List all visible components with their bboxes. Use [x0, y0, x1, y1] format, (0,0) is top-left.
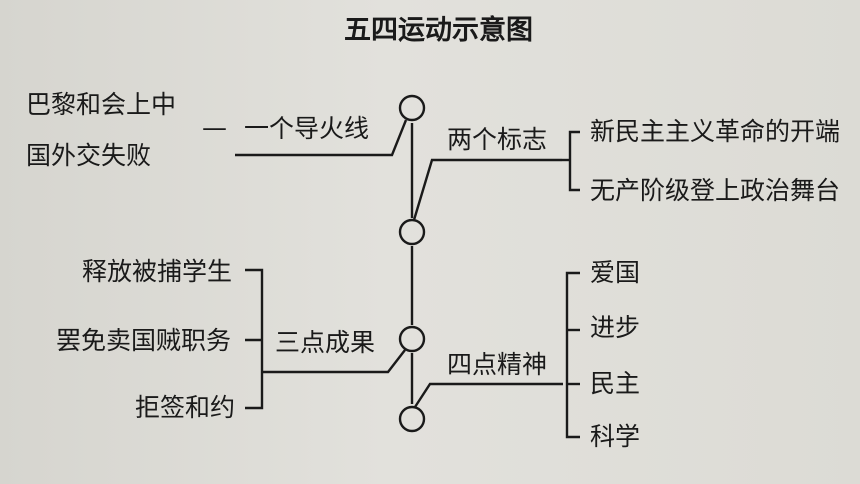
spirit-label: 四点精神: [447, 350, 548, 379]
spirit-item-1: 爱国: [590, 258, 641, 287]
signs-connector: [412, 158, 562, 221]
cause-text-line1: 巴黎和会上中: [26, 90, 177, 119]
spirit-bracket: [565, 271, 580, 439]
results-connector: [262, 349, 406, 374]
node-circle-2: [398, 218, 426, 246]
result-item-2: 罢免卖国贼职务: [56, 326, 232, 355]
fuse-connector: [235, 119, 408, 157]
cause-text-line2: 国外交失败: [26, 141, 152, 170]
node-circle-3: [398, 325, 426, 353]
spirit-item-3: 民主: [590, 369, 641, 398]
spirit-item-4: 科学: [590, 422, 641, 451]
spirit-connector: [413, 382, 563, 408]
node-circle-1: [398, 94, 426, 122]
signs-bracket: [568, 130, 580, 192]
node-circle-4: [398, 405, 426, 433]
diagram-title: 五四运动示意图: [344, 15, 533, 46]
sign-item-1: 新民主主义革命的开端: [590, 117, 841, 146]
result-item-1: 释放被捕学生: [82, 257, 233, 286]
result-item-3: 拒签和约: [135, 393, 236, 422]
results-label: 三点成果: [275, 328, 376, 357]
spirit-item-2: 进步: [590, 313, 641, 342]
sign-item-2: 无产阶级登上政治舞台: [590, 176, 841, 205]
cause-dash: —: [202, 113, 227, 142]
signs-label: 两个标志: [447, 125, 548, 154]
fuse-label: 一个导火线: [244, 114, 370, 143]
